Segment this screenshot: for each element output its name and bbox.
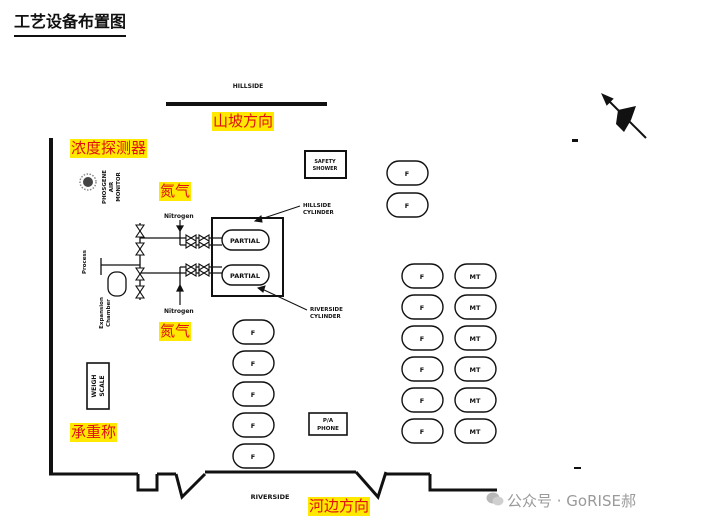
cylinder-full: F xyxy=(401,387,444,413)
cylinder-full: F xyxy=(401,418,444,444)
scale-text: SCALE xyxy=(99,375,106,396)
weigh-scale-label: WEIGH SCALE xyxy=(91,375,106,398)
safety-shower-label-1: SAFETY xyxy=(314,159,336,165)
phosgene-label-line2: AIR xyxy=(109,181,115,192)
phosgene-monitor-icon xyxy=(79,173,97,191)
annotation-weigh-scale: 承重称 xyxy=(70,423,118,442)
weigh-scale xyxy=(86,362,110,410)
cylinders: F F F F F F F F F F F F F MT MT MT MT MT… xyxy=(232,160,497,469)
annotation-nitrogen-bottom: 氮气 xyxy=(159,322,192,341)
bottom-wall xyxy=(49,470,497,500)
cylinder-empty: MT xyxy=(454,418,497,444)
cylinder-label: MT xyxy=(470,397,481,405)
cylinder-label: F xyxy=(420,335,424,343)
right-wall-mark-top xyxy=(572,139,578,142)
cylinder-label: F xyxy=(405,170,409,178)
partial-label-bottom: PARTIAL xyxy=(230,272,260,280)
cylinder-enclosure xyxy=(211,217,284,297)
cylinder-full: F xyxy=(401,325,444,351)
hillside-label: HILLSIDE xyxy=(233,83,264,90)
expansion-text-1: Expansion xyxy=(99,297,105,329)
cylinder-label: MT xyxy=(470,335,481,343)
process-label: Process xyxy=(82,249,88,274)
cylinder-full: F xyxy=(232,443,275,469)
page-title: 工艺设备布置图 xyxy=(14,12,127,37)
cylinder-label: MT xyxy=(470,304,481,312)
phone-label: PHONE xyxy=(317,426,339,432)
cylinder-full: F xyxy=(401,356,444,382)
riverside-cylinder-label-1: RIVERSIDE xyxy=(310,307,343,313)
cylinder-label: F xyxy=(420,273,424,281)
nitrogen-label-top: Nitrogen xyxy=(164,213,194,220)
riverside-cylinder-label-2: CYLINDER xyxy=(310,314,341,320)
watermark: 公众号 · GoRISE郝 xyxy=(507,492,636,510)
partial-cylinder-bottom xyxy=(221,264,270,286)
annotation-hillside-direction: 山坡方向 xyxy=(212,112,275,131)
cylinder-label: MT xyxy=(470,366,481,374)
cylinder-label: F xyxy=(251,453,255,461)
cylinder-full: F xyxy=(232,381,275,407)
cylinder-label: F xyxy=(420,366,424,374)
cylinder-full: F xyxy=(232,350,275,376)
cylinder-full: F xyxy=(386,192,429,218)
cylinder-empty: MT xyxy=(454,325,497,351)
wechat-icon xyxy=(486,492,504,506)
cylinder-label: F xyxy=(420,428,424,436)
expansion-text-2: Chamber xyxy=(106,299,112,327)
right-wall-mark-bottom xyxy=(574,467,581,469)
riverside-label: RIVERSIDE xyxy=(251,493,290,501)
hillside-wall xyxy=(166,102,327,106)
cylinder-empty: MT xyxy=(454,294,497,320)
cylinder-label: F xyxy=(251,360,255,368)
cylinder-label: F xyxy=(420,304,424,312)
partial-cylinder-top xyxy=(221,229,270,251)
phosgene-label-line3: MONITOR xyxy=(116,172,122,202)
cylinder-label: F xyxy=(420,397,424,405)
nitrogen-arrows xyxy=(175,220,185,305)
annotation-riverside-direction: 河边方向 xyxy=(308,497,371,516)
expansion-chamber xyxy=(107,271,127,297)
weigh-text: WEIGH xyxy=(91,375,98,398)
cylinder-label: MT xyxy=(470,428,481,436)
annotation-nitrogen-top: 氮气 xyxy=(159,182,192,201)
hillside-cylinder-label-2: CYLINDER xyxy=(303,210,334,216)
annotation-gas-detector: 浓度探测器 xyxy=(70,139,148,158)
expansion-chamber-label: Expansion Chamber xyxy=(99,297,112,329)
cylinder-full: F xyxy=(401,263,444,289)
riverside-cylinder-leader xyxy=(256,285,308,311)
cylinder-empty: MT xyxy=(454,356,497,382)
pa-label: P/A xyxy=(323,418,334,424)
valve-icons xyxy=(134,224,210,299)
north-arrow-icon xyxy=(601,93,647,139)
process-text: Process xyxy=(82,249,88,274)
partial-label-top: PARTIAL xyxy=(230,237,260,245)
cylinder-full: F xyxy=(386,160,429,186)
phosgene-monitor-label: PHOSGENE AIR MONITOR xyxy=(102,170,122,204)
left-wall xyxy=(49,138,53,474)
cylinder-empty: MT xyxy=(454,263,497,289)
cylinder-full: F xyxy=(232,319,275,345)
cylinder-label: F xyxy=(251,391,255,399)
cylinder-label: F xyxy=(251,329,255,337)
hillside-cylinder-label-1: HILLSIDE xyxy=(303,203,331,209)
safety-shower xyxy=(304,150,347,179)
hillside-cylinder-leader xyxy=(253,205,301,223)
cylinder-label: F xyxy=(251,422,255,430)
pa-phone xyxy=(308,412,348,436)
cylinder-label: MT xyxy=(470,273,481,281)
cylinder-empty: MT xyxy=(454,387,497,413)
cylinder-full: F xyxy=(232,412,275,438)
safety-shower-label-2: SHOWER xyxy=(313,166,338,172)
cylinder-label: F xyxy=(405,202,409,210)
phosgene-label-line1: PHOSGENE xyxy=(102,170,108,204)
nitrogen-label-bottom: Nitrogen xyxy=(164,308,194,315)
cylinder-full: F xyxy=(401,294,444,320)
